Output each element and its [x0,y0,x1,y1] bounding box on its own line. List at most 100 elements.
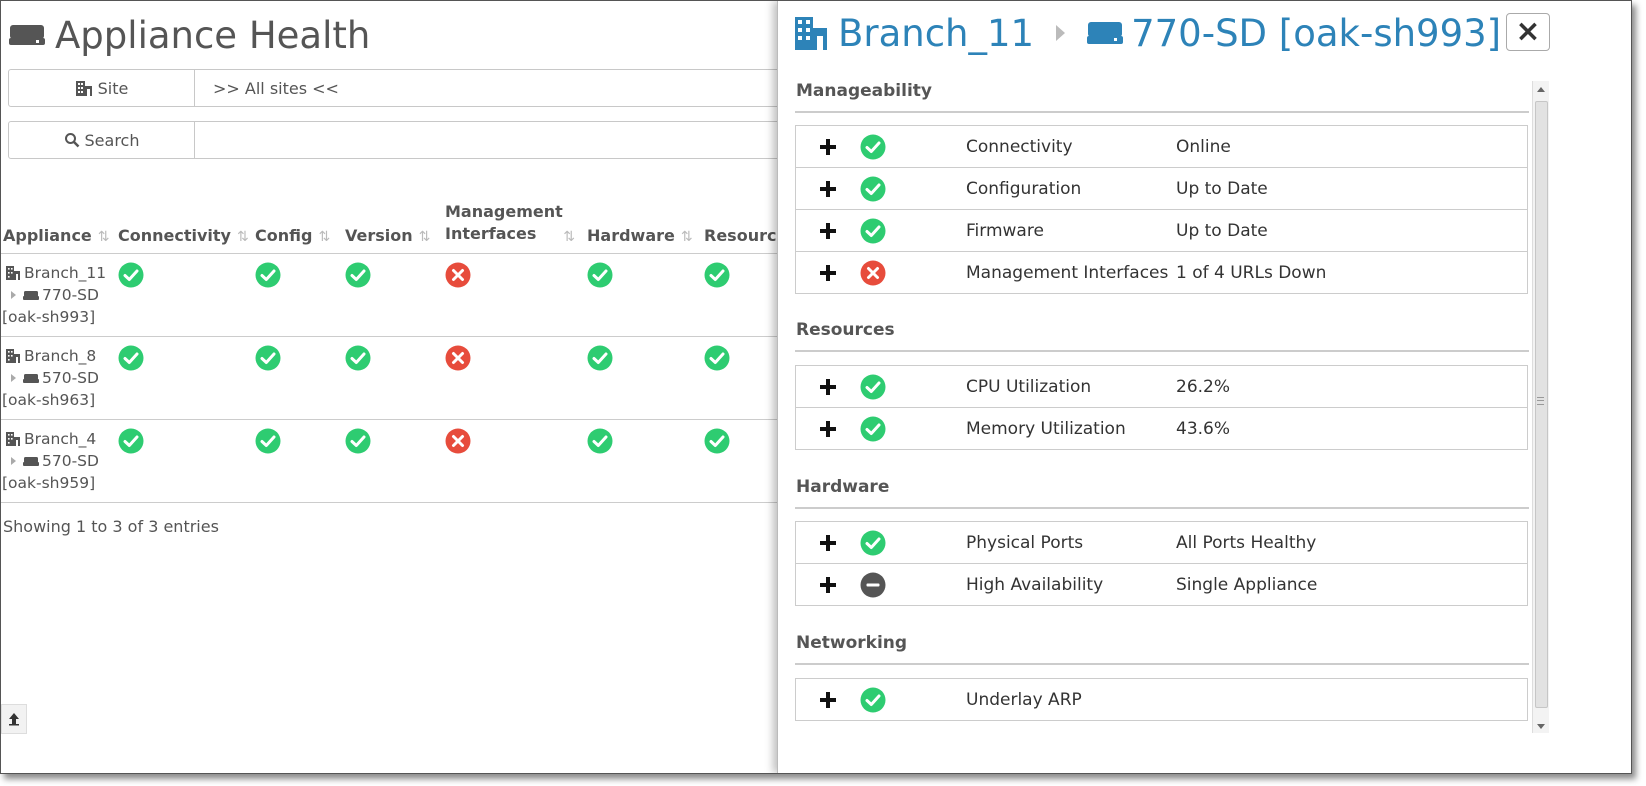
sort-icon: ⇅ [97,229,110,245]
expand-plus-icon[interactable] [820,180,836,197]
search-filter: Search [8,121,800,159]
check-circle-icon [860,374,886,399]
expand-plus-icon[interactable] [820,138,836,155]
section-divider [795,111,1529,113]
col-hardware-label: Hardware [587,226,675,245]
chevron-right-icon [1056,25,1066,41]
expand-plus-icon[interactable] [820,534,836,551]
x-circle-icon [445,262,471,288]
section-title: Networking [796,633,908,653]
check-circle-icon [118,262,144,288]
row-host[interactable]: [oak-sh993] [2,308,96,326]
expand-plus-icon[interactable] [820,378,836,395]
status-cell [253,253,343,337]
section-divider [795,507,1529,509]
col-connectivity-label: Connectivity [118,226,231,245]
expand-caret-icon[interactable] [11,457,16,465]
row-site[interactable]: Branch_4 [24,430,97,448]
health-item-name: Physical Ports [966,532,1084,553]
health-item-name: Management Interfaces [966,262,1169,283]
health-item-name: Firmware [966,220,1044,241]
site-select[interactable]: >> All sites << [195,70,799,106]
check-circle-icon [345,428,371,454]
scroll-top-button[interactable] [1,704,27,734]
row-host[interactable]: [oak-sh963] [2,391,96,409]
col-config-label: Config [255,226,313,245]
health-item-name: Underlay ARP [966,689,1082,710]
search-icon [64,133,79,148]
row-model[interactable]: 770-SD [42,286,99,304]
expand-caret-icon[interactable] [11,374,16,382]
health-item-name: High Availability [966,574,1104,595]
expand-plus-icon[interactable] [820,576,836,593]
status-cell [443,253,585,337]
search-input[interactable] [213,121,799,159]
col-resources-label: Resources [704,226,797,245]
table-row[interactable]: Branch_8 570-SD [oak-sh963] [1,336,797,420]
breadcrumb-site[interactable]: Branch_11 [838,11,1035,55]
col-appliance[interactable]: Appliance ⇅ [1,201,116,254]
table-row[interactable]: Branch_11 770-SD [oak-sh993] [1,253,797,337]
check-circle-icon [704,345,730,371]
scrollbar-grip [1537,397,1544,405]
check-circle-icon [704,262,730,288]
status-cell [343,419,443,503]
check-circle-icon [860,416,886,441]
scroll-up-arrow[interactable] [1537,87,1545,92]
col-management-interfaces[interactable]: Management Interfaces ⇅ [443,201,585,254]
breadcrumb: Branch_11 770-SD [oak-sh993] [794,9,1501,57]
table-header-row: Appliance⇅ Connectivity⇅ Config⇅ Version… [1,201,797,254]
health-item-name: Memory Utilization [966,418,1126,439]
status-cell [443,419,585,503]
check-circle-icon [860,530,886,555]
row-site[interactable]: Branch_11 [24,264,107,282]
vertical-scrollbar[interactable] [1532,81,1549,733]
building-icon [75,81,92,96]
row-model[interactable]: 570-SD [42,369,99,387]
scroll-down-arrow[interactable] [1537,724,1545,729]
check-circle-icon [255,428,281,454]
status-cell [253,336,343,420]
expand-plus-icon[interactable] [820,691,836,708]
appliance-cell: Branch_8 570-SD [oak-sh963] [1,336,116,420]
status-cell [585,336,702,420]
col-hardware[interactable]: Hardware ⇅ [585,201,702,254]
close-icon: × [1515,14,1541,49]
col-config[interactable]: Config ⇅ [253,201,343,254]
col-connectivity[interactable]: Connectivity⇅ [116,201,253,254]
row-model[interactable]: 570-SD [42,452,99,470]
minus-circle-icon [860,572,886,597]
table-row[interactable]: Branch_4 570-SD [oak-sh959] [1,419,797,503]
check-circle-icon [255,345,281,371]
x-circle-icon [445,345,471,371]
expand-plus-icon[interactable] [820,222,836,239]
status-cell [343,253,443,337]
close-button[interactable]: × [1506,13,1550,51]
sort-icon: ⇅ [680,229,693,245]
appliance-health-pane: Appliance Health Site >> All sites << [1,1,816,773]
expand-plus-icon[interactable] [820,420,836,437]
check-circle-icon [587,262,613,288]
section-title: Resources [796,320,895,340]
row-site[interactable]: Branch_8 [24,347,97,365]
appliance-icon [23,456,39,466]
health-item-value: 26.2% [1176,376,1231,397]
row-host[interactable]: [oak-sh959] [2,474,96,492]
health-item-value: Single Appliance [1176,574,1318,595]
expand-plus-icon[interactable] [820,264,836,281]
health-item-name: Configuration [966,178,1082,199]
sort-icon: ⇅ [318,229,331,245]
expand-caret-icon[interactable] [11,291,16,299]
x-circle-icon [445,428,471,454]
health-item-value: Up to Date [1176,178,1268,199]
check-circle-icon [860,218,886,243]
col-version[interactable]: Version⇅ [343,201,443,254]
sort-icon: ⇅ [563,229,575,245]
appliance-table: Appliance⇅ Connectivity⇅ Config⇅ Version… [1,201,797,503]
status-cell [116,419,253,503]
col-appliance-label: Appliance [3,226,92,245]
